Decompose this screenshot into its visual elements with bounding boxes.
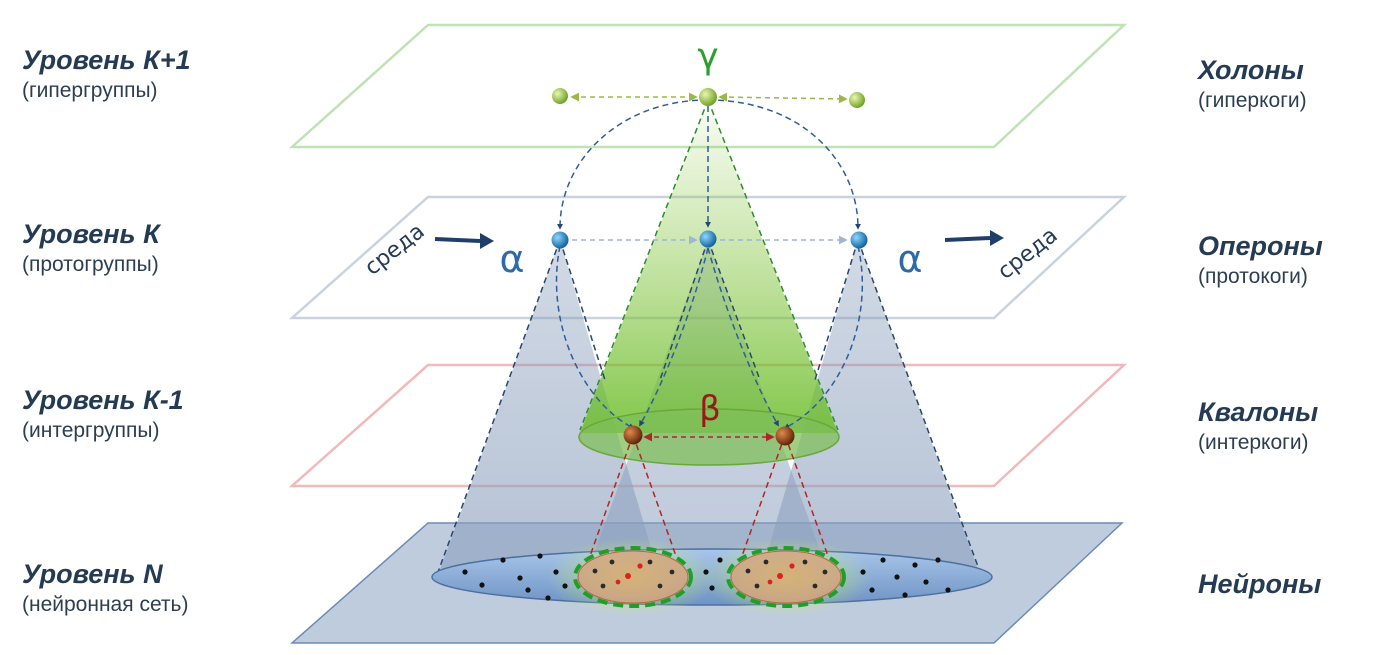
role-subtitle: (гиперкоги)	[1198, 89, 1307, 112]
cone-edges	[437, 239, 981, 573]
level-title: Уровень N	[22, 559, 163, 589]
beta-symbol: β	[699, 389, 721, 429]
level-k-label: Уровень К (протогруппы)	[22, 218, 160, 280]
qualon-node-left	[623, 425, 643, 445]
gamma-links	[570, 92, 848, 104]
level-n-label: Уровень N (нейронная сеть)	[22, 558, 188, 620]
operon-node-center	[699, 230, 717, 248]
beta-links	[589, 434, 829, 557]
holon-node-center	[699, 88, 717, 106]
cone-left-alpha	[438, 240, 660, 578]
holons-label: Холоны (гиперкоги)	[1198, 54, 1307, 116]
alpha-symbol-right: α	[897, 237, 922, 281]
operon-node-right	[850, 231, 868, 249]
environment-label-right: среда	[993, 223, 1062, 285]
operon-node-left	[551, 231, 569, 249]
level-subtitle: (гипергруппы)	[22, 79, 158, 102]
plane-level-k	[288, 195, 1128, 320]
neuron-group-right	[730, 550, 842, 604]
level-k-minus-1-label: Уровень К-1 (интергруппы)	[22, 384, 184, 446]
qualons-label: Квалоны (интеркоги)	[1198, 396, 1318, 458]
neuron-dots-active	[615, 563, 795, 585]
role-title: Холоны	[1198, 55, 1304, 85]
operons-label: Опероны (протокоги)	[1198, 230, 1323, 292]
role-subtitle: (интеркоги)	[1198, 431, 1309, 454]
gamma-symbol: γ	[697, 36, 718, 77]
cone-gamma-edge	[579, 99, 709, 431]
level-k-plus-1-label: Уровень К+1 (гипергруппы)	[22, 44, 190, 106]
cone-gamma	[580, 100, 838, 433]
alpha-symbol-left: α	[499, 237, 524, 281]
level-subtitle: (нейронная сеть)	[22, 593, 189, 616]
level-subtitle: (протогруппы)	[22, 253, 159, 276]
environment-label-left: среда	[360, 219, 429, 281]
level-title: Уровень К-1	[22, 385, 184, 415]
role-title: Опероны	[1198, 231, 1323, 261]
role-subtitle: (протокоги)	[1198, 265, 1308, 288]
plane-level-k-plus-1	[288, 23, 1128, 149]
neuron-group-left-border	[573, 546, 693, 608]
qualon-node-right	[775, 426, 795, 446]
environment-arrows	[434, 230, 1004, 249]
level-title: Уровень К	[22, 219, 160, 249]
neuron-dots	[462, 553, 951, 601]
neuron-group-right-border	[726, 546, 846, 608]
role-title: Квалоны	[1198, 397, 1319, 427]
holon-node-right	[849, 92, 865, 108]
neuron-group-left	[577, 550, 689, 604]
neuron-dots-inner	[592, 559, 828, 589]
level-title: Уровень К+1	[22, 45, 191, 75]
neurons-label: Нейроны	[1198, 568, 1321, 600]
role-title: Нейроны	[1198, 569, 1322, 599]
level-subtitle: (интергруппы)	[22, 419, 160, 442]
holon-node-left	[552, 88, 568, 104]
cone-right-alpha	[760, 240, 980, 578]
